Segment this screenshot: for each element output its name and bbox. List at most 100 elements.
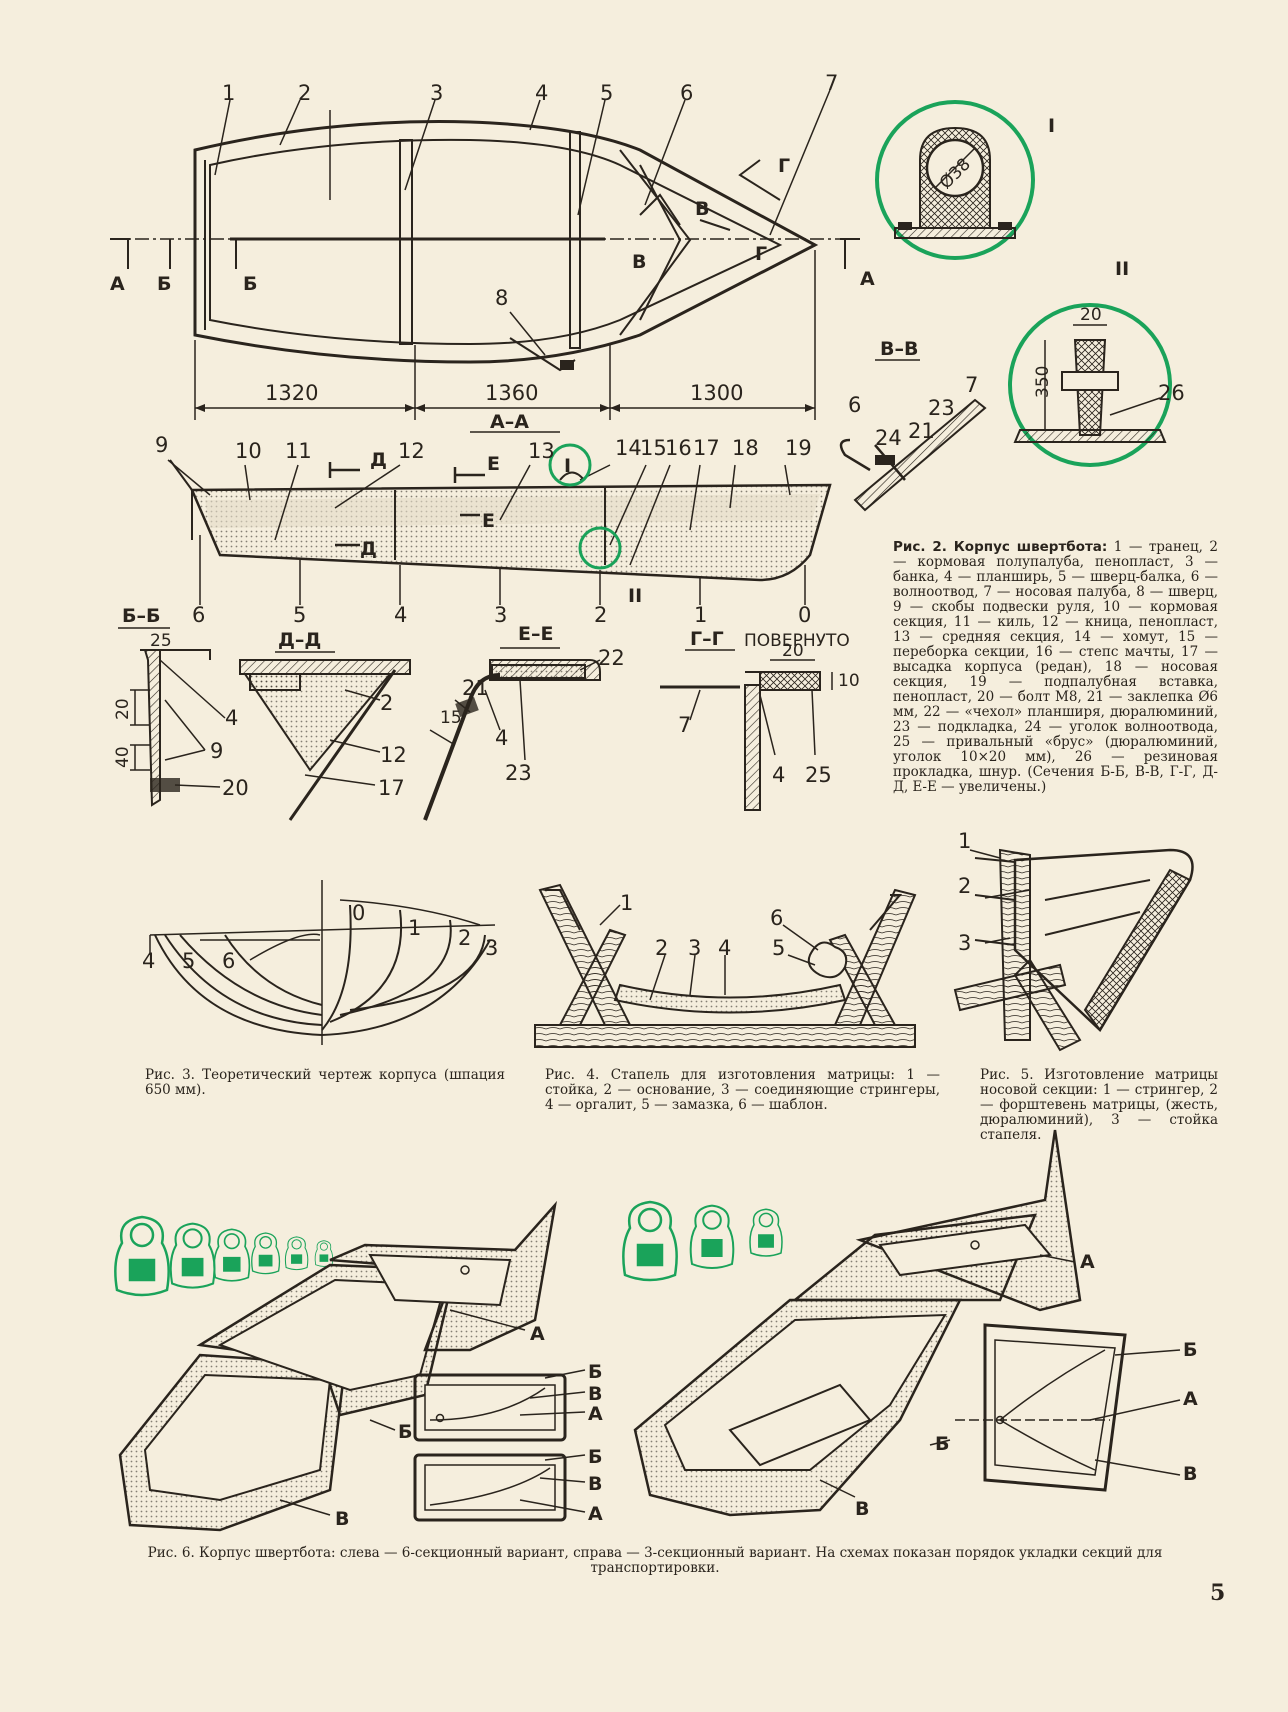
three-section-label-V-bottom: В — [855, 1498, 869, 1520]
plan-label-2: 2 — [298, 81, 311, 105]
mark-E-bottom: Е — [482, 510, 495, 532]
section-BB-label-20: 20 — [222, 776, 249, 800]
plan-label-4: 4 — [535, 81, 548, 105]
section-BB-label-4: 4 — [225, 706, 238, 730]
profile-label-b1: 1 — [694, 603, 707, 627]
section-VV-title: В–В — [880, 338, 918, 360]
hull-profile-view — [167, 431, 832, 605]
lines-drawing — [149, 880, 496, 1045]
section-GG-dim-10: 10 — [838, 671, 860, 691]
section-EE-label-21: 21 — [462, 676, 489, 700]
detail-II-width: 20 — [1080, 305, 1102, 325]
jig-label-1: 1 — [620, 891, 633, 915]
mark-G-2: Г — [778, 155, 790, 177]
profile-label-16: 16 — [665, 436, 692, 460]
fig6-caption: Рис. 6. Корпус швертбота: слева — 6-секц… — [147, 1545, 1163, 1576]
section-EE-label-22: 22 — [598, 646, 625, 670]
section-VV-label-6: 6 — [848, 393, 861, 417]
section-VV — [839, 359, 987, 512]
lines-label-3: 3 — [485, 936, 498, 960]
three-section-hull — [633, 1129, 1181, 1517]
section-GG-label-25: 25 — [805, 763, 832, 787]
section-GG-label-7: 7 — [678, 713, 691, 737]
mark-I: I — [564, 455, 571, 477]
bow-mold-drawing — [953, 848, 1194, 1052]
profile-label-11: 11 — [285, 439, 312, 463]
matryoshka-group-left — [114, 1215, 334, 1297]
jig-drawing — [534, 883, 917, 1048]
section-DD-label-2: 2 — [380, 691, 393, 715]
three-section-label-A-top: А — [1080, 1251, 1095, 1273]
profile-label-15: 15 — [640, 436, 667, 460]
profile-label-b4: 4 — [394, 603, 407, 627]
section-EE — [423, 647, 601, 821]
profile-label-12: 12 — [398, 439, 425, 463]
section-GG-dim-20: 20 — [782, 641, 804, 661]
section-DD-label-12: 12 — [380, 743, 407, 767]
section-VV-label-21: 21 — [908, 419, 935, 443]
detail-II-marker — [578, 526, 622, 570]
profile-labels: 9 10 11 12 13 14 15 16 17 18 19 6 5 4 3 … — [155, 433, 812, 627]
plan-label-1: 1 — [222, 81, 235, 105]
section-EE-dim-15: 15 — [440, 708, 462, 728]
mark-B-right: Б — [243, 273, 257, 295]
six-section-label-B-mid: Б — [398, 1421, 412, 1443]
plan-label-6: 6 — [680, 81, 693, 105]
section-BB-dim-20: 20 — [113, 698, 133, 720]
section-EE-title: Е–Е — [518, 623, 553, 645]
mark-V-1: В — [632, 251, 646, 273]
profile-label-b0: 0 — [798, 603, 811, 627]
profile-label-17: 17 — [693, 436, 720, 460]
section-EE-label-23: 23 — [505, 761, 532, 785]
detail-II-height: 350 — [1033, 366, 1053, 398]
detail-I-title: I — [1048, 115, 1055, 137]
detail-II-label-26: 26 — [1158, 381, 1185, 405]
section-VV-label-24: 24 — [875, 426, 902, 450]
mark-B-left: Б — [157, 273, 171, 295]
panel1-label-V: В — [588, 1383, 602, 1405]
six-section-label-A-top: А — [530, 1323, 545, 1345]
jig-label-6: 6 — [770, 906, 783, 930]
panel2-label-B: Б — [588, 1446, 602, 1468]
section-BB-dim-40: 40 — [113, 746, 133, 768]
mark-E-top: Е — [487, 453, 500, 475]
profile-label-10: 10 — [235, 439, 262, 463]
section-GG-title: Г–Г — [690, 628, 724, 650]
mark-A-left: А — [110, 273, 125, 295]
fig3-caption: Рис. 3. Теоретический чертеж корпуса (шп… — [145, 1067, 505, 1098]
section-DD — [239, 651, 411, 821]
profile-label-b2: 2 — [594, 603, 607, 627]
three-panel-label-V: В — [1183, 1463, 1197, 1485]
detail-I-marker — [548, 443, 592, 487]
section-DD-label-17: 17 — [378, 776, 405, 800]
section-GG-label-4: 4 — [772, 763, 785, 787]
bow-mold-label-3: 3 — [958, 931, 971, 955]
lines-label-1: 1 — [408, 916, 421, 940]
plan-label-5: 5 — [600, 81, 613, 105]
panel1-label-A: А — [588, 1403, 603, 1425]
fig5-caption: Рис. 5. Изготовление матрицы носовой сек… — [980, 1067, 1218, 1143]
section-VV-label-23: 23 — [928, 396, 955, 420]
six-section-hull — [118, 1200, 586, 1532]
bow-mold-label-1: 1 — [958, 829, 971, 853]
panel1-label-B: Б — [588, 1361, 602, 1383]
mark-V-2: В — [695, 198, 709, 220]
mark-II: II — [628, 585, 642, 607]
jig-label-3: 3 — [688, 936, 701, 960]
section-BB-title: Б–Б — [122, 605, 160, 627]
profile-label-b3: 3 — [494, 603, 507, 627]
bow-mold-label-2: 2 — [958, 874, 971, 898]
section-DD-title: Д–Д — [278, 629, 321, 651]
dim-1320: 1320 — [265, 381, 318, 405]
detail-II — [1008, 303, 1172, 467]
three-panel-label-B: Б — [1183, 1339, 1197, 1361]
profile-title: А–А — [490, 411, 529, 433]
six-section-label-V-bottom: В — [335, 1508, 349, 1530]
lines-label-5: 5 — [182, 949, 195, 973]
dim-1360: 1360 — [485, 381, 538, 405]
fig2-caption-title: Рис. 2. Корпус швертбота: — [893, 539, 1108, 555]
section-BB-dim-25: 25 — [150, 631, 172, 651]
plan-label-8: 8 — [495, 286, 508, 310]
profile-label-9: 9 — [155, 433, 168, 457]
